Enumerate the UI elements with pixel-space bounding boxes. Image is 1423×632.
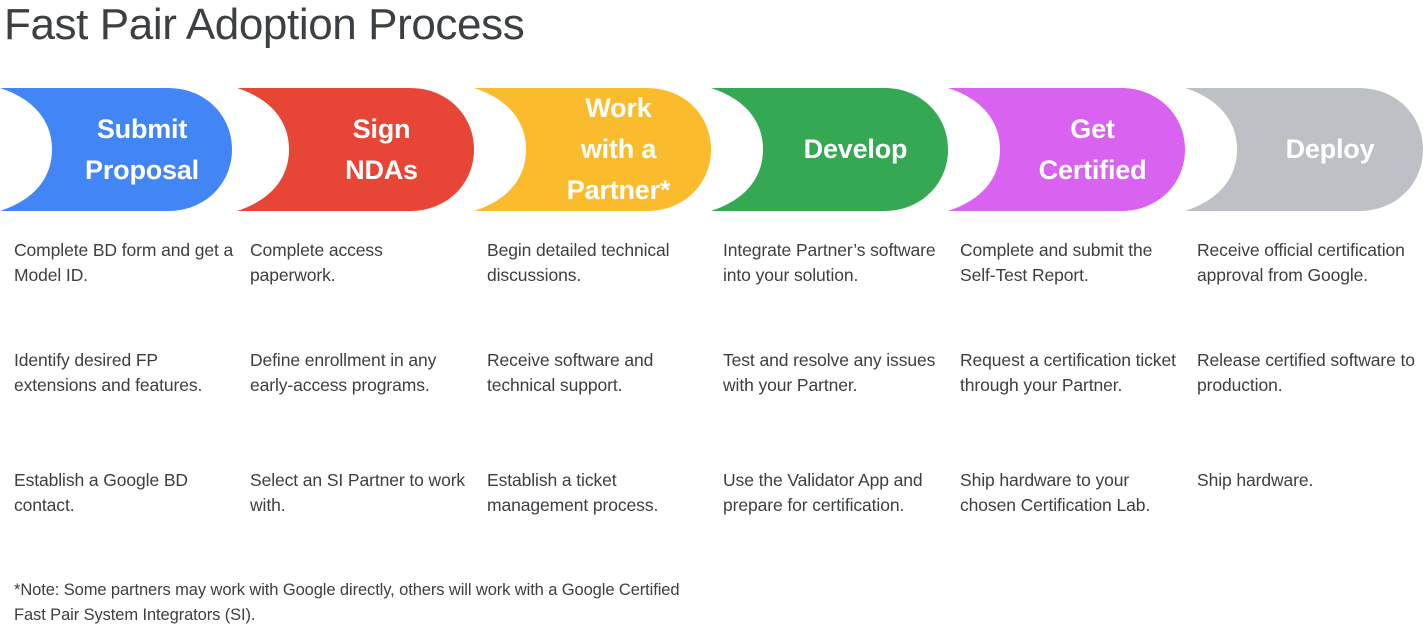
list-item: Ship hardware. xyxy=(1197,470,1314,490)
list-item: Complete access paperwork. xyxy=(250,240,383,285)
stage-chevron-sign-ndas[interactable] xyxy=(237,88,474,211)
list-item: Test and resolve any issues with your Pa… xyxy=(723,350,936,395)
list-item: Ship hardware to your chosen Certificati… xyxy=(960,470,1151,515)
list-item: Begin detailed technical discussions. xyxy=(487,240,670,285)
list-item: Establish a Google BD contact. xyxy=(14,470,188,515)
stage-chevron-get-certified[interactable] xyxy=(948,88,1185,211)
list-item: Select an SI Partner to work with. xyxy=(250,470,466,515)
list-item: Use the Validator App and prepare for ce… xyxy=(723,470,923,515)
list-item: Identify desired FP extensions and featu… xyxy=(14,350,203,395)
list-item: Receive official certification approval … xyxy=(1197,240,1405,285)
stage-chevrons-svg xyxy=(0,88,1423,211)
list-item: Complete BD form and get a Model ID. xyxy=(14,240,234,285)
list-item: Receive software and technical support. xyxy=(487,350,654,395)
footnote: *Note: Some partners may work with Googl… xyxy=(14,581,680,624)
list-item: Complete and submit the Self-Test Report… xyxy=(960,240,1153,285)
list-item: Define enrollment in any early-access pr… xyxy=(250,350,437,395)
list-item: Request a certification ticket through y… xyxy=(960,350,1176,395)
list-item: Establish a ticket management process. xyxy=(487,470,659,515)
list-item: Integrate Partner’s software into your s… xyxy=(723,240,936,285)
process-stage-banner-strip: Submit Proposal Sign NDAs Work with a Pa… xyxy=(0,88,1423,211)
page-title: Fast Pair Adoption Process xyxy=(4,0,525,49)
stage-details-columns: Complete BD form and get a Model ID. Ide… xyxy=(0,238,1423,568)
stage-chevron-develop[interactable] xyxy=(711,88,948,211)
stage-chevron-submit-proposal[interactable] xyxy=(0,88,232,211)
list-item: Release certified software to production… xyxy=(1197,350,1415,395)
stage-chevron-deploy[interactable] xyxy=(1185,88,1423,211)
stage-chevron-work-with-a-partner[interactable] xyxy=(474,88,711,211)
